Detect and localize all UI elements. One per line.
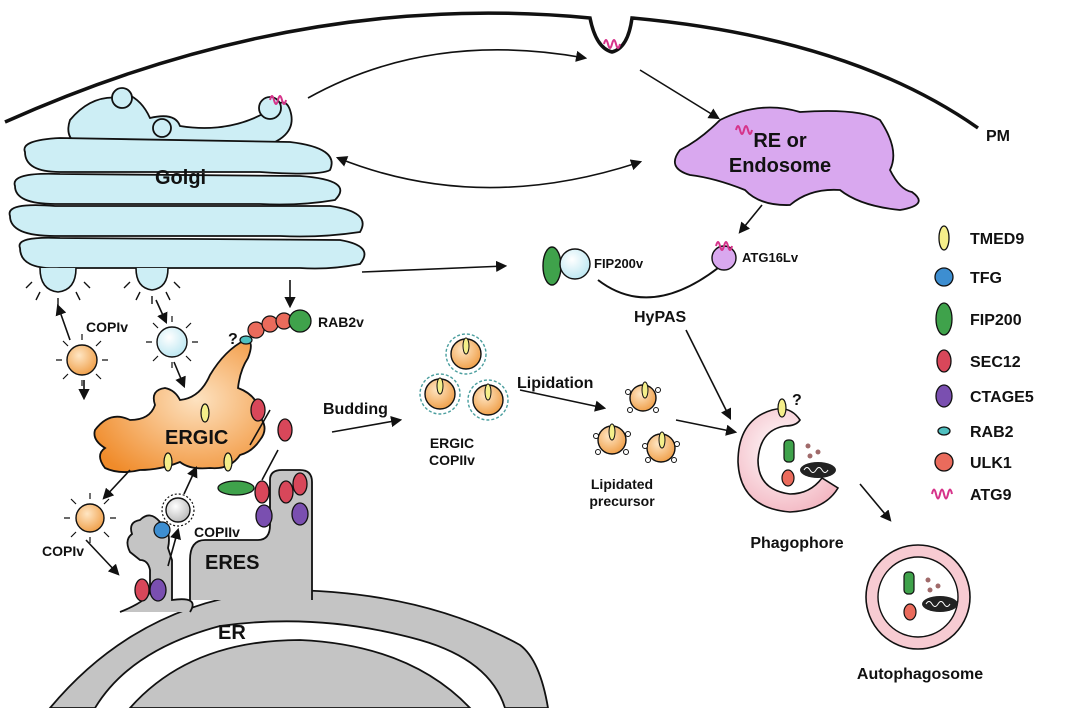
atg16lv-label: ATG16Lv xyxy=(742,250,799,265)
arrow-hypas-to-phagophore xyxy=(685,329,732,421)
legend-label: ATG9 xyxy=(970,487,1012,504)
endosome-label-line2: Endosome xyxy=(729,155,831,177)
fip200v-label: FIP200v xyxy=(594,256,644,271)
tfg-icon xyxy=(934,267,954,287)
arrow-precursor-to-phagophore xyxy=(675,419,738,436)
atg9-icon xyxy=(269,95,287,105)
endosome-label-line1: RE or xyxy=(753,130,807,152)
golgi-bud xyxy=(111,87,133,109)
copi-coat-spikes xyxy=(56,316,198,543)
arrow-golgi-to-pm xyxy=(307,49,588,99)
ergic-copiiv-label-line1: ERGIC xyxy=(430,435,474,451)
ergic-label: ERGIC xyxy=(165,427,228,449)
fip200-icon xyxy=(935,302,953,336)
arrow-lipidation xyxy=(519,389,607,412)
fip200v-vesicle xyxy=(542,246,591,286)
rab2v-ulk1-chain xyxy=(239,309,312,345)
lipidated-label-line2: precursor xyxy=(589,493,655,509)
copiv-label-top: COPIv xyxy=(86,319,128,335)
sec12-icon xyxy=(936,349,952,373)
legend-label: FIP200 xyxy=(970,312,1022,329)
ergic-budding-complex xyxy=(217,398,309,528)
plasma-membrane xyxy=(4,11,980,130)
tmed9-icon xyxy=(938,225,950,251)
ergic-copii-vesicle-group xyxy=(419,333,509,421)
copi-vesicle xyxy=(66,326,188,533)
legend-label: SEC12 xyxy=(970,354,1021,371)
legend: TMED9 TFG FIP200 SEC12 CTAGE5 RAB2 ULK1 … xyxy=(931,225,1034,504)
rab2-icon xyxy=(937,426,951,436)
endosome xyxy=(673,106,920,211)
tmed9-icon xyxy=(163,452,173,472)
atg9-icon xyxy=(931,488,953,500)
autophagosome xyxy=(865,544,971,650)
arrow-golgi-endosome-bidirectional xyxy=(335,156,643,189)
question-mark: ? xyxy=(228,331,238,348)
phagophore xyxy=(737,398,840,513)
legend-label: ULK1 xyxy=(970,455,1012,472)
arrow-endosome-to-atg16lv xyxy=(738,204,763,234)
sec12-ctage5-pair xyxy=(134,578,167,602)
lipidated-precursor-group xyxy=(597,381,676,463)
legend-label: TFG xyxy=(970,270,1002,287)
golgi-bud xyxy=(152,118,172,138)
golgi-coated-bud xyxy=(25,267,181,306)
eres-label: ERES xyxy=(205,552,259,574)
arrow-budding xyxy=(331,416,403,433)
ergic-compartment xyxy=(93,339,266,473)
arrow-pm-to-endosome xyxy=(639,69,720,120)
copii-vesicle xyxy=(153,493,195,539)
atg9-icon xyxy=(603,39,621,49)
ergic-copiiv-label-line2: COPIIv xyxy=(429,452,475,468)
arrow-phagophore-to-autophagosome xyxy=(859,483,892,522)
budding-label: Budding xyxy=(323,401,388,418)
hypas-label: HyPAS xyxy=(634,309,686,326)
copiv-label-bottom: COPIv xyxy=(42,543,84,559)
copiiv-label: COPIIv xyxy=(194,524,240,540)
er-label: ER xyxy=(218,622,246,644)
ulk1-icon xyxy=(934,452,954,472)
ctage5-icon xyxy=(935,384,953,408)
tmed9-icon xyxy=(200,403,210,423)
hypas-fusion-arc xyxy=(597,267,719,299)
lipid-dots xyxy=(593,387,680,463)
phagophore-label: Phagophore xyxy=(750,535,843,552)
atg9-icon xyxy=(735,125,753,135)
atg16lv-vesicle xyxy=(711,241,737,271)
legend-label: RAB2 xyxy=(970,424,1014,441)
legend-label: CTAGE5 xyxy=(970,389,1034,406)
endoplasmic-reticulum xyxy=(48,469,549,708)
question-mark: ? xyxy=(792,392,802,409)
ergic-arrows xyxy=(55,299,198,576)
rab2v-label: RAB2v xyxy=(318,314,364,330)
lipidated-label-line1: Lipidated xyxy=(591,476,653,492)
lipidation-label: Lipidation xyxy=(517,375,593,392)
tmed9-icon xyxy=(223,452,233,472)
arrow-golgi-to-fip200v xyxy=(361,260,508,273)
autophagosome-label: Autophagosome xyxy=(857,666,983,683)
golgi-label: Golgi xyxy=(155,167,206,189)
legend-label: TMED9 xyxy=(970,231,1024,248)
pm-label: PM xyxy=(986,128,1010,145)
